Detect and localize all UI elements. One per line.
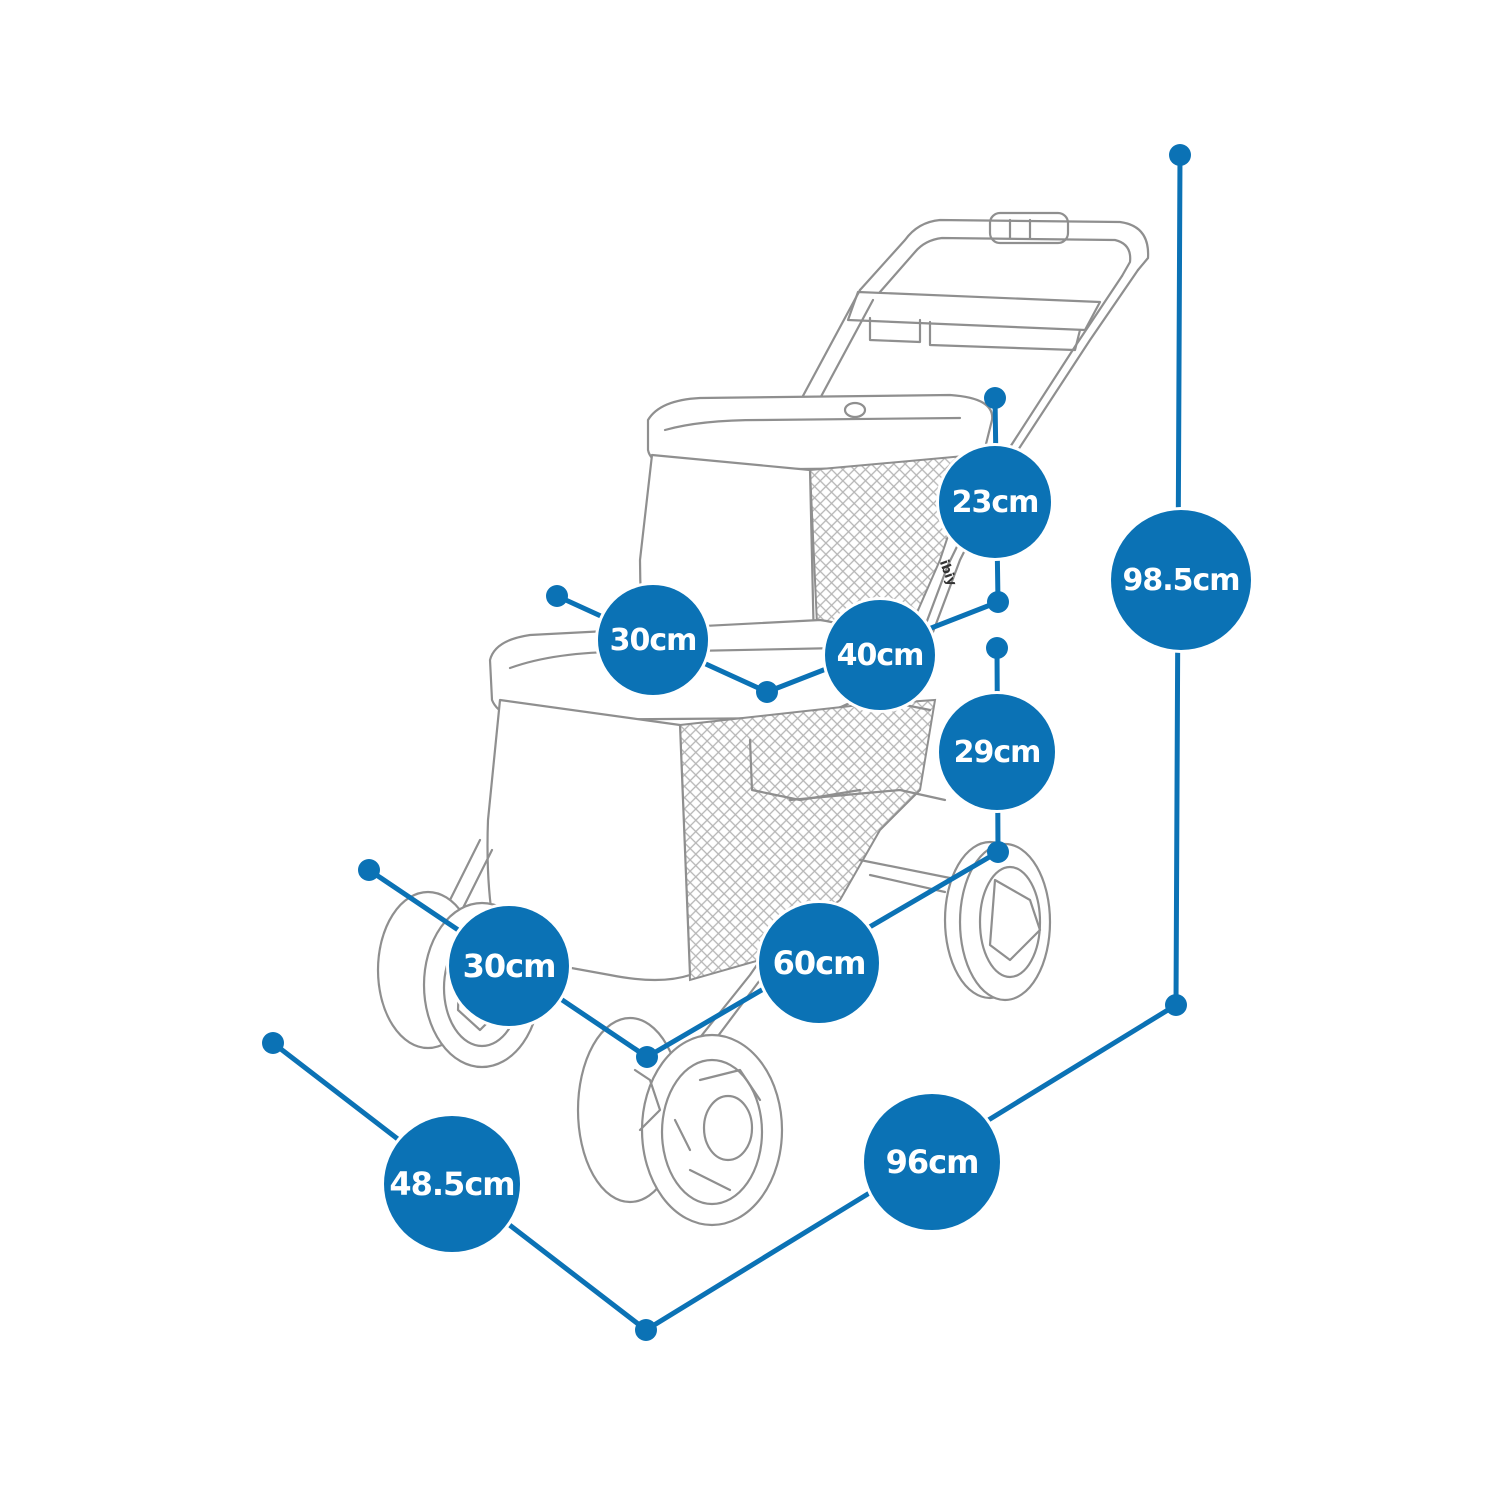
- dimension-endpoint-dot: [546, 585, 568, 607]
- dimension-endpoint-dot: [984, 387, 1006, 409]
- upper-compartment-depth-badge: 40cm: [825, 600, 935, 710]
- dimension-endpoint-dot: [987, 841, 1009, 863]
- upper-compartment-height-badge: 23cm: [939, 446, 1051, 558]
- dimension-endpoint-dot: [986, 637, 1008, 659]
- dimension-endpoint-dot: [987, 591, 1009, 613]
- dimension-endpoint-dot: [636, 1046, 658, 1068]
- upper-compartment-width-badge: 30cm: [598, 585, 708, 695]
- dimension-endpoint-dot: [358, 859, 380, 881]
- total-height-badge: 98.5cm: [1111, 510, 1251, 650]
- front-right-wheel: [576, 1016, 784, 1227]
- lower-compartment-depth-badge: 60cm: [759, 903, 879, 1023]
- dimension-endpoint-dot: [756, 681, 778, 703]
- dimension-endpoint-dot: [635, 1319, 657, 1341]
- dimension-endpoint-dot: [1169, 144, 1191, 166]
- dimension-endpoint-dot: [262, 1032, 284, 1054]
- dimension-endpoint-dot: [1165, 994, 1187, 1016]
- overall-width-badge: 48.5cm: [384, 1116, 520, 1252]
- overall-length-badge: 96cm: [864, 1094, 1000, 1230]
- lower-compartment-height-badge: 29cm: [939, 694, 1055, 810]
- lower-compartment-width-badge: 30cm: [449, 906, 569, 1026]
- rear-right-wheel: [943, 840, 1052, 1002]
